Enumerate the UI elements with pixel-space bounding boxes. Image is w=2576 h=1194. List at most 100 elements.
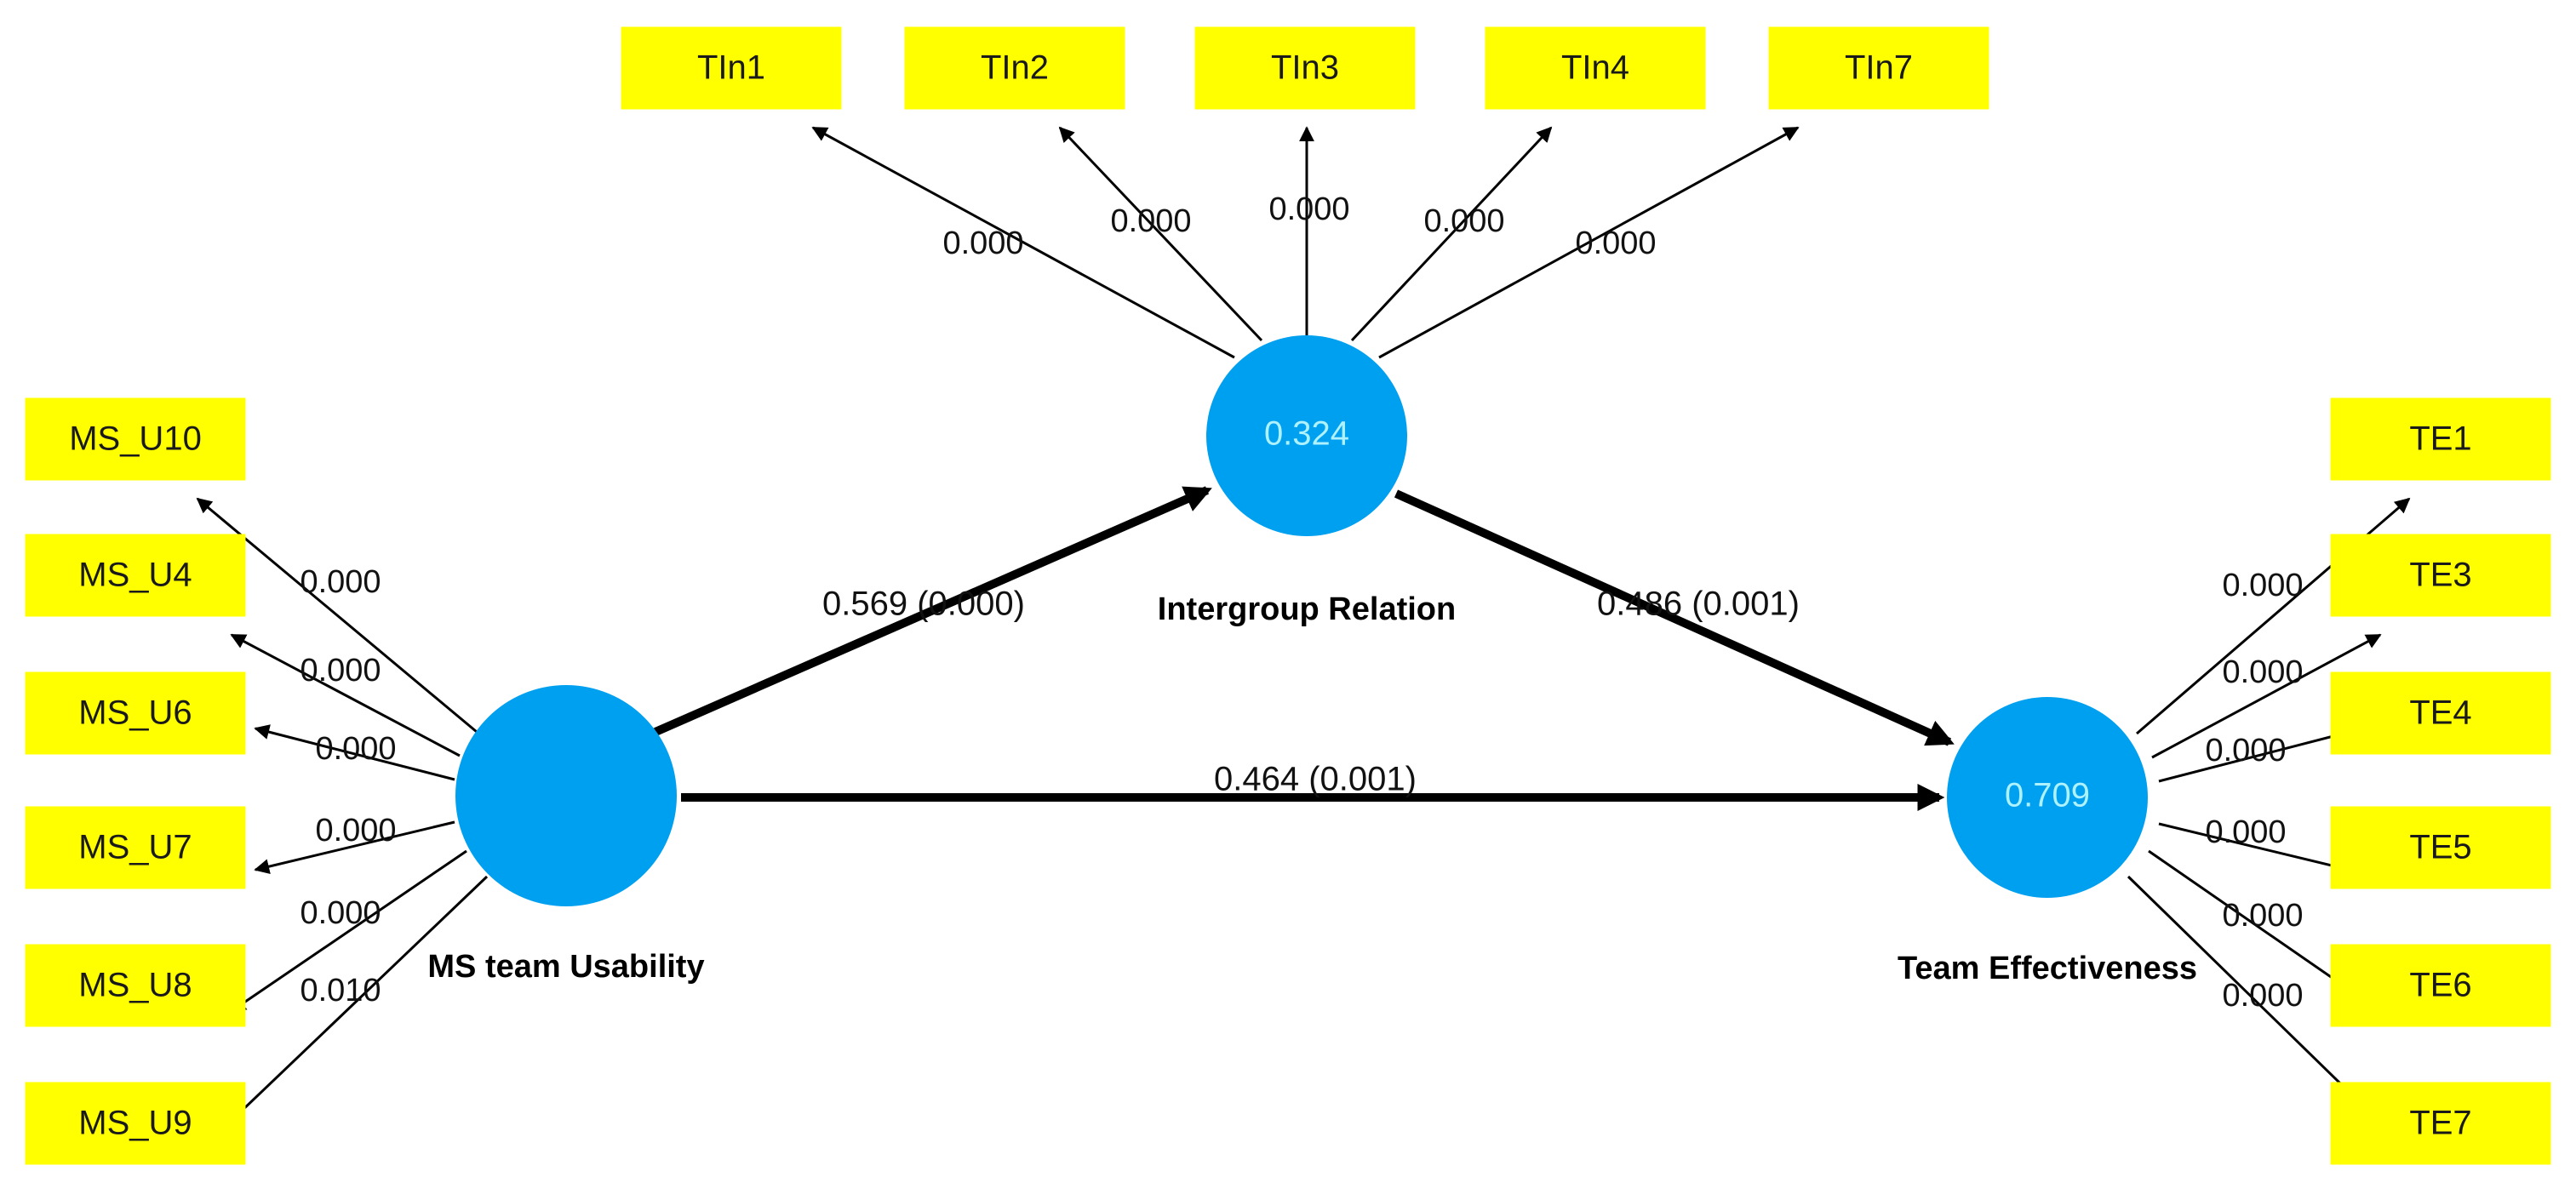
indicator-boxes: TIn1 TIn2 TIn3 TIn4 TIn7MS_U10MS_U4MS_U6MS_U… [25,26,2551,1165]
indicator-box-te6[interactable] [2330,944,2551,1027]
path-intergroup-to-effectiveness [1394,489,1955,746]
loading-line-tin7 [1378,126,1800,359]
loading-line-te3 [2151,633,2382,759]
loading-line-ms-u8 [230,849,467,1013]
indicator-box-ms-u4[interactable] [25,534,246,617]
construct-circle-intergroup[interactable] [1206,335,1407,536]
indicator-label-te4: TE4 [2409,694,2471,732]
loading-label-tin4: 0.000 [1423,203,1504,239]
indicator-box-te5[interactable] [2330,806,2551,889]
construct-team-effectiveness[interactable]: 0.709 Team Effectiveness [1898,697,2197,986]
indicator-box-ms-u10[interactable] [25,397,246,481]
indicator-label-te7: TE7 [2409,1105,2471,1142]
loading-label-tin2: 0.000 [1110,203,1191,239]
indicator-label-te5: TE5 [2409,829,2471,866]
loading-label-te6: 0.000 [2222,898,2303,934]
loading-label-tin3: 0.000 [1268,191,1349,227]
indicator-tin7[interactable]: TIn7 [1768,26,1989,110]
indicator-ms-u6[interactable]: MS_U6 [25,671,246,755]
indicator-ms-u8[interactable]: MS_U8 [25,944,246,1027]
loading-line-ms-u6 [254,724,455,781]
indicator-box-te4[interactable] [2330,671,2551,755]
indicator-ms-u9[interactable]: MS_U9 [25,1082,246,1165]
indicator-label-ms-u8: MS_U8 [78,967,192,1004]
indicator-label-ms-u9: MS_U9 [78,1105,192,1142]
construct-r2-effectiveness: 0.709 [2005,777,2090,814]
indicator-label-tin1: TIn1 [697,49,765,87]
indicator-ms-u10[interactable]: MS_U10 [25,397,246,481]
indicator-label-tin3: TIn3 [1271,49,1339,87]
loading-line-ms-u9 [198,875,489,1152]
path-label-usability-intergroup: 0.569 (0.000) [822,586,1025,623]
indicator-label-te1: TE1 [2409,420,2471,458]
path-label-usability-effectiveness: 0.464 (0.001) [1214,761,1417,798]
indicator-box-tin3[interactable] [1194,26,1416,110]
indicator-label-ms-u4: MS_U4 [78,557,192,594]
path-label-intergroup-effectiveness: 0.486 (0.001) [1597,586,1800,623]
path-usability-to-intergroup [653,486,1212,736]
indicator-te1[interactable]: TE1 [2330,397,2551,481]
indicator-box-te3[interactable] [2330,534,2551,617]
indicator-tin3[interactable]: TIn3 [1194,26,1416,110]
indicator-tin4[interactable]: TIn4 [1485,26,1706,110]
structural-path-labels: 0.569 (0.000) 0.486 (0.001) 0.464 (0.001… [822,586,1800,798]
construct-label-intergroup: Intergroup Relation [1158,591,1456,627]
indicator-te4[interactable]: TE4 [2330,671,2551,755]
indicator-box-tin7[interactable] [1768,26,1989,110]
indicator-label-ms-u10: MS_U10 [69,420,202,458]
indicator-te5[interactable]: TE5 [2330,806,2551,889]
measurement-lines-intergroup [811,126,1800,359]
indicator-label-ms-u7: MS_U7 [78,829,192,866]
indicator-ms-u7[interactable]: MS_U7 [25,806,246,889]
construct-circle-effectiveness[interactable] [1947,697,2148,898]
indicator-label-tin4: TIn4 [1561,49,1629,87]
loading-line-tin1 [811,126,1235,359]
loading-label-te5: 0.000 [2205,814,2286,850]
loading-label-te1: 0.000 [2222,568,2303,603]
loading-label-ms-u9: 0.010 [300,973,381,1008]
indicator-box-tin2[interactable] [904,26,1125,110]
loading-label-ms-u6: 0.000 [315,731,396,767]
loading-line-te5 [2158,822,2358,876]
indicator-box-ms-u7[interactable] [25,806,246,889]
indicator-label-te6: TE6 [2409,967,2471,1004]
measurement-lines-usability [196,497,489,1152]
indicator-box-ms-u8[interactable] [25,944,246,1027]
loading-label-te3: 0.000 [2222,654,2303,690]
structural-paths [653,486,1955,812]
loading-line-tin4 [1350,126,1553,342]
loading-line-ms-u7 [254,820,455,874]
construct-label-effectiveness: Team Effectiveness [1898,951,2197,986]
loading-label-ms-u10: 0.000 [300,564,381,600]
construct-intergroup-relation[interactable]: 0.324 Intergroup Relation [1158,335,1456,627]
indicator-box-ms-u6[interactable] [25,671,246,755]
construct-label-usability: MS team Usability [427,949,704,985]
indicator-te7[interactable]: TE7 [2330,1082,2551,1165]
indicator-label-te3: TE3 [2409,557,2471,594]
loading-label-ms-u4: 0.000 [300,653,381,688]
indicator-te6[interactable]: TE6 [2330,944,2551,1027]
construct-r2-intergroup: 0.324 [1264,415,1349,453]
indicator-box-tin1[interactable] [621,26,842,110]
indicator-box-ms-u9[interactable] [25,1082,246,1165]
indicator-tin1[interactable]: TIn1 [621,26,842,110]
loading-line-te4 [2158,726,2358,783]
indicator-label-tin2: TIn2 [981,49,1049,87]
indicator-label-ms-u6: MS_U6 [78,694,192,732]
indicator-box-te7[interactable] [2330,1082,2551,1165]
loading-line-ms-u4 [230,633,461,757]
loading-label-te7: 0.000 [2222,978,2303,1014]
indicator-label-tin7: TIn7 [1845,49,1913,87]
indicator-box-te1[interactable] [2330,397,2551,481]
indicator-box-tin4[interactable] [1485,26,1706,110]
loading-label-tin1: 0.000 [942,226,1023,261]
indicator-ms-u4[interactable]: MS_U4 [25,534,246,617]
indicator-te3[interactable]: TE3 [2330,534,2551,617]
loading-labels: 0.000 0.000 0.000 0.000 0.000 0.000 0.000 0.000… [300,191,2303,1014]
construct-circle-usability[interactable] [455,685,677,906]
indicator-tin2[interactable]: TIn2 [904,26,1125,110]
loading-label-ms-u7: 0.000 [315,813,396,848]
loading-line-tin2 [1058,126,1263,342]
construct-ms-team-usability[interactable]: MS team Usability [427,685,705,985]
